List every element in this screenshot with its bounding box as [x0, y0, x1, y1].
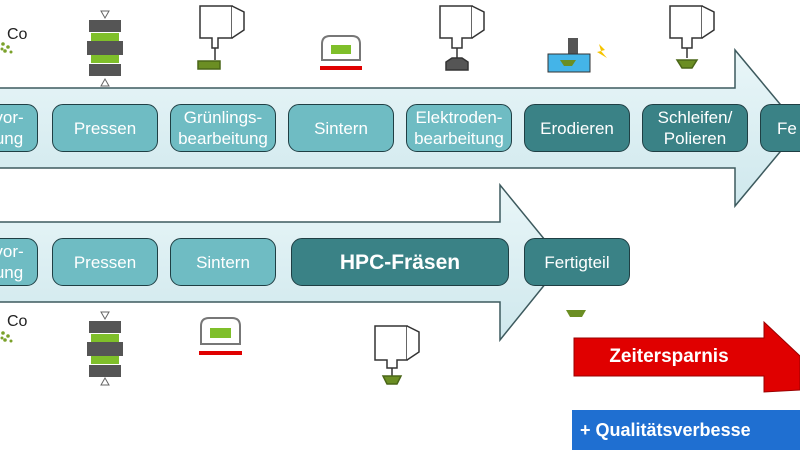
step-bottom-hpc-fraesen: HPC-Fräsen [291, 238, 509, 286]
time-saving-label: Zeitersparnis [609, 346, 729, 367]
step-bottom-fertigteil: Fertigteil [524, 238, 630, 286]
top-process-arrow [0, 47, 800, 209]
electrode-milling-icon [439, 5, 485, 71]
cobalt-label-top: Co [7, 26, 28, 43]
step-bottom-pressen: Pressen [52, 238, 158, 286]
step-top-gruenlingsbearbeitung: Grünlings- bearbeitung [170, 104, 276, 152]
step-top-fertigteil: Fe [760, 104, 800, 152]
step-top-pressen: Pressen [52, 104, 158, 152]
press-icon-bottom [87, 311, 123, 386]
step-bottom-vorbereitung: vor- ung [0, 238, 38, 286]
bottom-process-arrow [0, 182, 564, 343]
time-saving-arrow [573, 320, 800, 393]
quality-improvement-badge: + Qualitätsverbesse [572, 410, 800, 450]
finished-part-icon [566, 310, 586, 317]
step-top-sintern: Sintern [288, 104, 394, 152]
cobalt-label-bottom: Co [7, 313, 28, 330]
powder-icon-bottom [0, 331, 13, 343]
powder-icon-top [0, 42, 13, 54]
step-bottom-sintern: Sintern [170, 238, 276, 286]
hpc-milling-icon [374, 325, 420, 385]
press-icon-top [87, 10, 123, 87]
sinter-furnace-icon-top [320, 35, 362, 70]
step-top-vorbereitung: vor- ung [0, 104, 38, 152]
step-top-schleifen-polieren: Schleifen/ Polieren [642, 104, 748, 152]
edm-icon [547, 38, 607, 73]
step-top-erodieren: Erodieren [524, 104, 630, 152]
sinter-furnace-icon-bottom [199, 317, 242, 355]
step-top-elektrodenbearbeitung: Elektroden- bearbeitung [406, 104, 512, 152]
milling-machine-icon [197, 5, 245, 70]
grinding-machine-icon [669, 5, 715, 69]
